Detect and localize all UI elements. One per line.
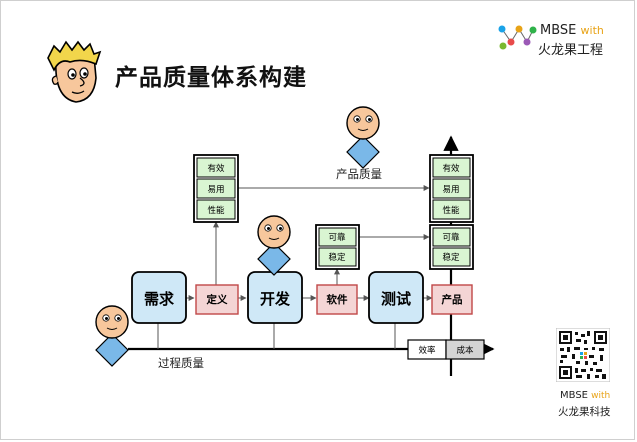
page-title: 产品质量体系构建	[115, 65, 307, 91]
person-development-icon	[257, 215, 291, 276]
artifact-definition	[195, 284, 239, 315]
attr-stack-definition	[193, 154, 239, 223]
product-top-attr-1: 易用	[442, 185, 459, 195]
person-process-icon	[95, 305, 129, 367]
brand-bottom-cn: 火龙果科技	[558, 406, 611, 418]
brand-bottom-with: with	[591, 391, 611, 401]
sw-attr-1: 稳定	[328, 252, 346, 263]
process-quality-label: 过程质量	[158, 356, 204, 370]
stage-testing-label: 测试	[381, 290, 411, 308]
product-mid-attr-1: 稳定	[442, 252, 460, 263]
attr-stack-product-top	[429, 154, 474, 223]
def-attr-0: 有效	[207, 163, 225, 174]
artifact-definition-label: 定义	[206, 293, 228, 306]
brand-top-with: with	[580, 24, 604, 37]
brand-bottom-mbse: MBSE	[560, 390, 588, 401]
stage-testing	[368, 271, 424, 324]
metric-efficiency-label: 效率	[418, 345, 436, 356]
artifact-software	[316, 284, 358, 315]
metric-cost-label: 成本	[456, 345, 474, 356]
brand-bottom-en: MBSE with	[560, 390, 610, 401]
artifact-product	[431, 284, 473, 315]
product-mid-attr-0: 可靠	[442, 232, 460, 243]
stage-requirement	[131, 271, 187, 324]
artifact-software-label: 软件	[327, 293, 348, 306]
product-top-attr-0: 有效	[442, 163, 460, 174]
def-attr-2: 性能	[207, 205, 225, 216]
def-attr-1: 易用	[207, 185, 224, 195]
artifact-product-label: 产品	[442, 293, 463, 306]
qr-code-icon	[556, 328, 610, 382]
stage-requirement-label: 需求	[144, 290, 175, 308]
product-top-attr-2: 性能	[442, 205, 460, 216]
mascot-face-icon	[47, 40, 102, 103]
product-quality-label: 产品质量	[336, 167, 382, 181]
metric-cost-box	[445, 339, 485, 360]
brand-top-en: MBSE with	[540, 23, 604, 38]
brand-top-cn: 火龙果工程	[538, 43, 604, 58]
stage-development-label: 开发	[260, 290, 291, 308]
brand-top-mbse: MBSE	[540, 23, 577, 38]
brand-logo-icon	[498, 25, 537, 50]
sw-attr-0: 可靠	[328, 232, 346, 243]
person-product-icon	[346, 106, 380, 169]
attr-stack-software	[315, 224, 360, 270]
attr-stack-product-mid	[429, 224, 474, 270]
